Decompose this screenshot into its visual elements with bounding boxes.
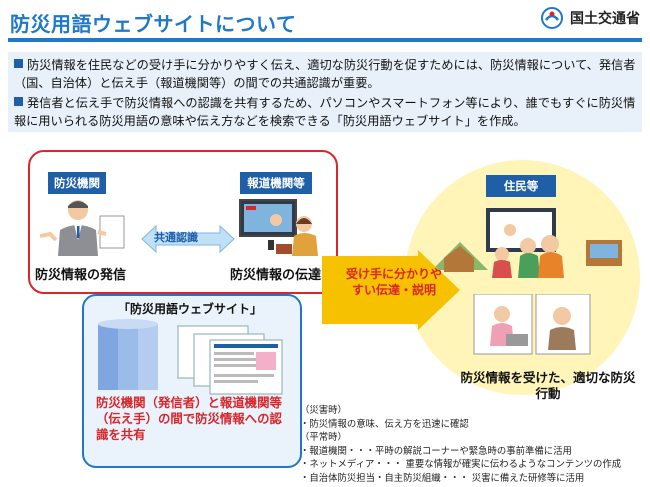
common-understanding-label: 共通認識 bbox=[154, 231, 198, 244]
residents-label: 防災情報を受けた、適切な防災行動 bbox=[460, 370, 636, 401]
media-header: 報道機関等 bbox=[240, 172, 312, 194]
intro-bullet: 防災情報を住民などの受け手に分かりやすく伝え、適切な防災行動を促すためには、防災… bbox=[14, 56, 636, 92]
mlit-logo-icon bbox=[541, 7, 563, 29]
intro-bullet-text: 発信者と伝え手で防災情報への認識を共有するため、パソコンやスマートフォン等により… bbox=[14, 96, 636, 128]
website-screens-icon bbox=[98, 319, 283, 395]
sender-header: 防災機関 bbox=[48, 172, 106, 194]
broadcast-tv-icon bbox=[239, 199, 318, 256]
intro-panel: 防災情報を住民などの受け手に分かりやすく伝え、適切な防災行動を促すためには、防災… bbox=[8, 52, 642, 132]
note-line: （災害時） bbox=[300, 405, 347, 416]
bullet-square-icon bbox=[14, 59, 23, 68]
delivery-arrow-icon bbox=[322, 250, 460, 330]
intro-bullet: 発信者と伝え手で防災情報への認識を共有するため、パソコンやスマートフォン等により… bbox=[14, 94, 636, 130]
delivery-arrow-label: 受け手に分かりやすい伝達・説明 bbox=[346, 267, 443, 297]
note-line: ・報道機関・・・平時の解説コーナーや緊急時の事前準備に活用 bbox=[300, 445, 572, 457]
media-label: 防災情報の伝達 bbox=[230, 268, 322, 283]
note-line: （平常時） bbox=[300, 432, 347, 444]
intro-bullet-text: 防災情報を住民などの受け手に分かりやすく伝え、適切な防災行動を促すためには、防災… bbox=[14, 58, 636, 90]
website-title: 「防災用語ウェブサイト」 bbox=[118, 302, 263, 316]
sender-label: 防災情報の発信 bbox=[35, 268, 127, 283]
page-title: 防災用語ウェブサイトについて bbox=[10, 12, 297, 36]
website-description: 防災機関（発信者）と報道機関等（伝え手）の間で防災情報への認識を共有 bbox=[96, 395, 282, 442]
family-tv-icon bbox=[432, 208, 622, 278]
note-line: ・ネットメディア・・・ 重要な情報が確実に伝わるようなコンテンツの作成 bbox=[300, 459, 622, 471]
double-arrow-icon bbox=[141, 224, 235, 254]
official-person-icon bbox=[40, 200, 125, 256]
org-logo: 国土交通省 bbox=[540, 6, 640, 30]
usage-notes: （災害時） ・防災情報の意味、伝え方を迅速に確認 （平常時） ・報道機関・・・平… bbox=[300, 404, 645, 486]
note-line: ・防災情報の意味、伝え方を迅速に確認 bbox=[300, 418, 469, 430]
residents-devices-icon bbox=[473, 294, 591, 355]
note-line: ・自治体防災担当・自主防災組織・・・ 災害に備えた研修等に活用 bbox=[300, 472, 585, 484]
title-underline bbox=[8, 38, 642, 42]
residents-header: 住民等 bbox=[486, 175, 556, 197]
org-name: 国土交通省 bbox=[570, 11, 640, 27]
bullet-square-icon bbox=[14, 97, 23, 106]
